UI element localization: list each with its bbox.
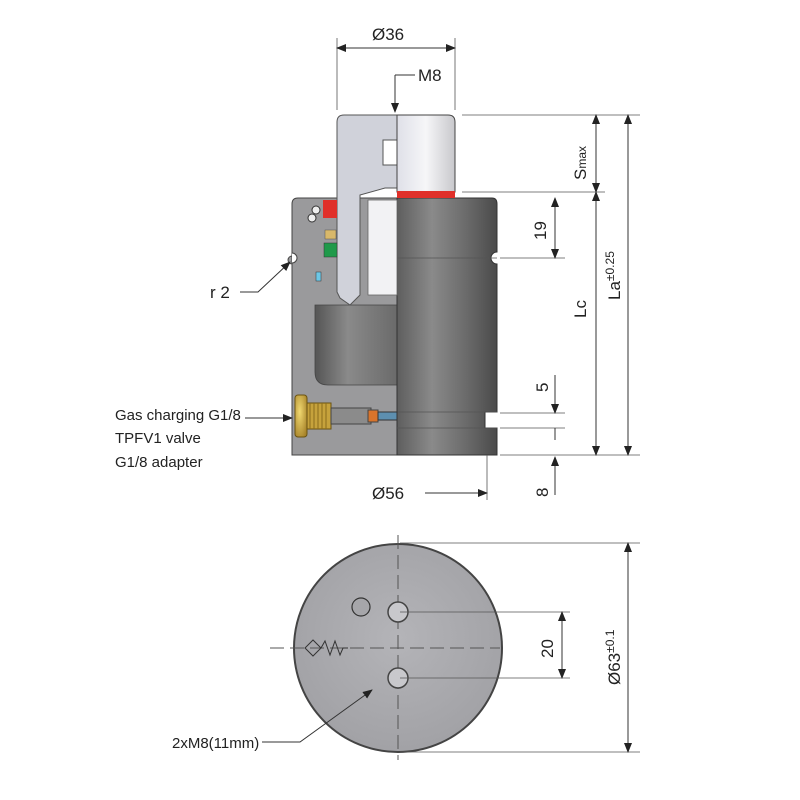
radius-label: r 2: [210, 283, 230, 302]
flange-diameter-label: Ø63±0.1: [603, 629, 624, 685]
blue-ring: [315, 271, 322, 282]
valve-symbol: [304, 639, 348, 657]
la-label: La±0.25: [603, 251, 624, 300]
tan-seal: [324, 229, 337, 240]
thread-label: M8: [418, 66, 442, 85]
hole-spacing-label: 20: [538, 639, 557, 658]
red-seal-strip: [397, 191, 455, 198]
body-diameter-label: Ø56: [372, 484, 404, 503]
bore: [314, 304, 398, 386]
stroke-max-label: Smax: [571, 146, 590, 180]
side-view-dimensions: Ø36 M8 Smax 19 Lc La±0.25 5 8 Ø56 r 2 Ga…: [115, 25, 640, 503]
cap-diameter-label: Ø36: [372, 25, 404, 44]
adapter-label: G1/8 adapter: [115, 454, 203, 471]
upper-height-label: 19: [531, 221, 550, 240]
cylinder-bottom-view: [270, 535, 503, 760]
gas-charging-label: Gas charging G1/8: [115, 407, 241, 424]
groove-height-label: 5: [533, 383, 552, 392]
piston-rod-exterior: [396, 114, 456, 193]
radius-notch: [291, 252, 298, 264]
body-exterior: [396, 197, 498, 456]
mounting-holes-label: 2xM8(11mm): [172, 735, 259, 752]
bottom-view-dimensions: Ø63±0.1 20 2xM8(11mm): [172, 542, 640, 753]
valve-label: TPFV1 valve: [115, 430, 201, 447]
lc-label: Lc: [571, 300, 590, 318]
green-seal: [323, 242, 338, 258]
charging-valve: [294, 394, 398, 438]
o-ring: [311, 205, 321, 215]
rod-bore: [367, 199, 398, 296]
valve-port: [351, 597, 371, 617]
base-height-label: 8: [533, 488, 552, 497]
cylinder-side-view: [287, 114, 498, 456]
red-seal: [323, 200, 337, 218]
o-ring-2: [307, 213, 317, 223]
